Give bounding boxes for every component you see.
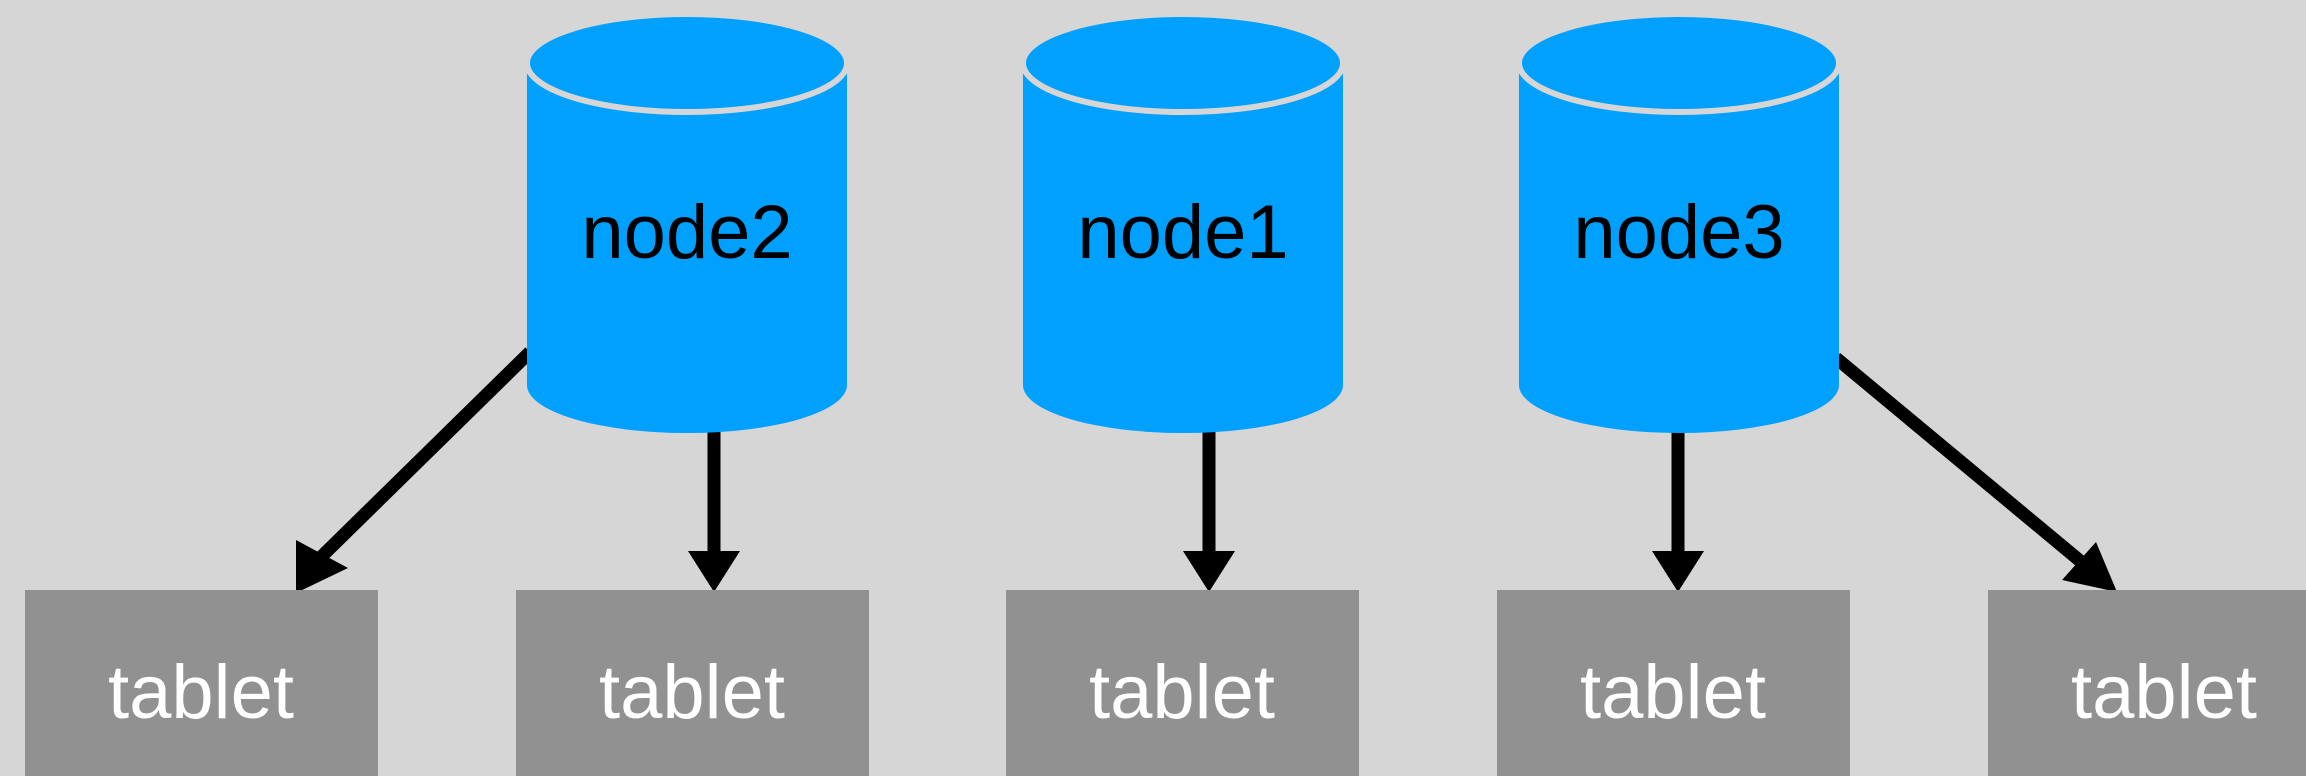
tablet-box-3: tablet (1006, 590, 1359, 776)
tablet-label: tablet (108, 650, 294, 735)
edges (296, 347, 2117, 593)
tablet-label: tablet (599, 650, 785, 735)
tablet-box-2: tablet (516, 590, 869, 776)
tablet-box-5: tablet (1988, 590, 2306, 776)
arrowhead-icon (1183, 551, 1235, 592)
tablet-box-4: tablet (1497, 590, 1850, 776)
tablet-box-1: tablet (25, 590, 378, 776)
node-label: node3 (1573, 190, 1784, 275)
edge-node2-to-tablet-2 (688, 432, 740, 592)
arrowhead-icon (2062, 542, 2117, 592)
edge-node3-to-tablet-5 (1831, 353, 2117, 592)
edge-node1-to-tablet-3 (1183, 432, 1235, 592)
edge-node2-to-tablet-1 (296, 347, 535, 593)
node-label: node2 (581, 190, 792, 275)
tablet-label: tablet (1089, 650, 1275, 735)
tablet-label: tablet (1580, 650, 1766, 735)
node-cylinder-node2: node2 (524, 11, 850, 433)
arrowhead-icon (296, 540, 348, 593)
arrowhead-icon (1652, 551, 1704, 592)
edge-node3-to-tablet-4 (1652, 432, 1704, 592)
arrowhead-icon (688, 551, 740, 592)
tablet-label: tablet (2071, 650, 2257, 735)
node-cylinder-node3: node3 (1516, 11, 1842, 433)
node-label: node1 (1077, 190, 1288, 275)
node-cylinder-node1: node1 (1020, 11, 1346, 433)
